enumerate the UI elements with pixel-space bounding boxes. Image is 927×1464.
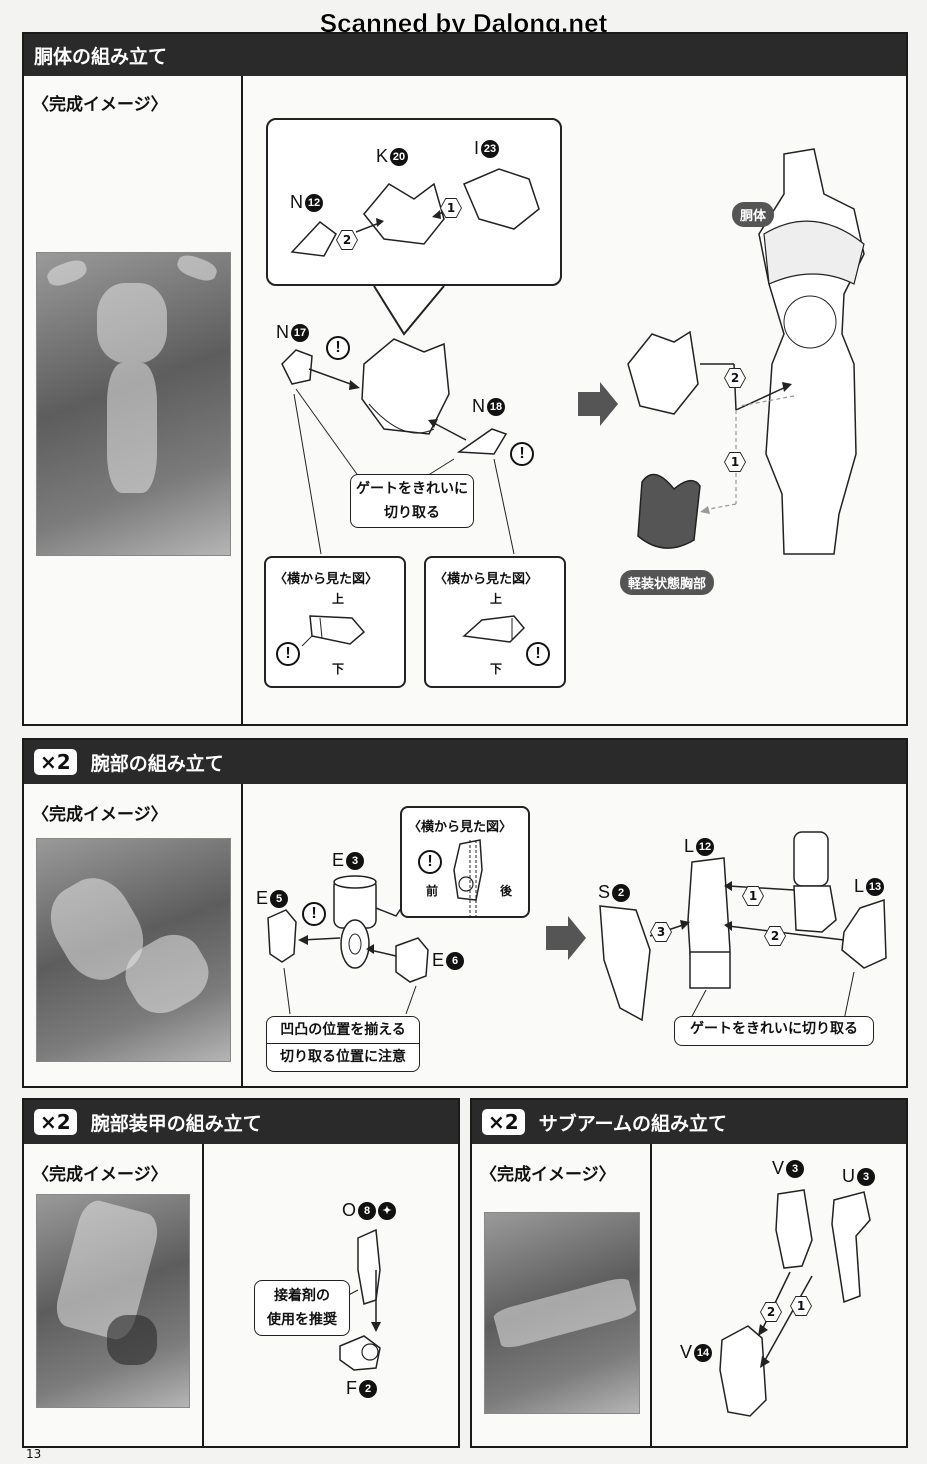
complete-image-label: 〈完成イメージ〉 — [32, 805, 168, 825]
note-align: 凹凸の位置を揃える 切り取る位置に注意 — [266, 1016, 420, 1072]
warning-icon: ! — [526, 642, 550, 666]
column-divider — [241, 784, 243, 1088]
step-marker: 2 — [764, 926, 786, 946]
side-view-arm-drawing — [453, 839, 483, 916]
step-marker: 1 — [790, 1296, 812, 1316]
section-header: ×2 腕部の組み立て — [24, 740, 906, 784]
completed-photo-sub-arm — [484, 1212, 640, 1414]
section-header: ×2 サブアームの組み立て — [472, 1100, 906, 1144]
callout-pointer — [373, 285, 445, 336]
side-view-left-drawing — [301, 615, 366, 647]
section-title: サブアームの組み立て — [538, 1112, 727, 1135]
label-front: 前 — [426, 884, 439, 898]
side-view-right-drawing — [462, 615, 526, 643]
section-title: 胴体の組み立て — [34, 45, 168, 68]
section-title: 腕部の組み立て — [90, 752, 224, 775]
label-top: 上 — [490, 592, 503, 606]
completed-photo-arm-armor — [36, 1194, 190, 1408]
warning-icon: ! — [302, 902, 326, 926]
warning-icon: ! — [326, 336, 350, 360]
label-top: 上 — [332, 592, 345, 606]
glue-icon: ✦ — [378, 1201, 397, 1220]
column-divider — [650, 1144, 652, 1448]
torso-figure-drawing — [627, 148, 865, 555]
step-marker: 3 — [650, 922, 672, 942]
complete-image-label: 〈完成イメージ〉 — [32, 95, 168, 115]
chest-assembly-drawing — [281, 338, 515, 555]
complete-image-label: 〈完成イメージ〉 — [480, 1165, 616, 1185]
completed-photo-arm — [36, 838, 231, 1062]
label-light-chest: 軽装状態胸部 — [620, 570, 715, 595]
column-divider — [241, 76, 243, 726]
step-marker: 2 — [760, 1302, 782, 1322]
label-back: 後 — [500, 884, 513, 898]
arm-armor-drawing — [323, 1228, 381, 1371]
arm-joint-drawing — [267, 875, 429, 1015]
section-title: 腕部装甲の組み立て — [90, 1112, 262, 1135]
side-view-title: 〈横から見た図〉 — [274, 572, 379, 587]
warning-icon: ! — [510, 442, 534, 466]
column-divider — [202, 1144, 204, 1448]
callout-parts-drawing — [290, 168, 540, 257]
step-marker: 2 — [336, 230, 358, 250]
flow-arrow — [578, 382, 618, 426]
side-view-title: 〈横から見た図〉 — [408, 820, 513, 835]
sub-arm-drawing — [719, 1189, 871, 1417]
flow-arrow — [546, 916, 586, 960]
multiplier-badge: ×2 — [34, 749, 77, 775]
label-bottom: 下 — [332, 662, 345, 676]
note-gate-torso: ゲートをきれいに切り取る — [350, 474, 474, 528]
complete-image-label: 〈完成イメージ〉 — [32, 1165, 168, 1185]
note-gate-arm: ゲートをきれいに切り取る — [674, 1016, 874, 1046]
side-view-title: 〈横から見た図〉 — [434, 572, 539, 587]
step-marker: 1 — [440, 198, 462, 218]
warning-icon: ! — [418, 850, 442, 874]
note-glue: 接着剤の 使用を推奨 — [254, 1280, 350, 1336]
label-bottom: 下 — [490, 662, 503, 676]
page-number: 13 — [26, 1447, 42, 1461]
section-header: ×2 腕部装甲の組み立て — [24, 1100, 458, 1144]
step-marker: 1 — [724, 452, 746, 472]
completed-photo-torso — [36, 252, 231, 556]
section-header: 胴体の組み立て — [24, 34, 906, 76]
multiplier-badge: ×2 — [482, 1109, 525, 1135]
label-body: 胴体 — [732, 202, 775, 227]
multiplier-badge: ×2 — [34, 1109, 77, 1135]
forearm-drawing — [599, 831, 887, 1022]
step-marker: 1 — [742, 886, 764, 906]
step-marker: 2 — [724, 368, 746, 388]
warning-icon: ! — [276, 642, 300, 666]
